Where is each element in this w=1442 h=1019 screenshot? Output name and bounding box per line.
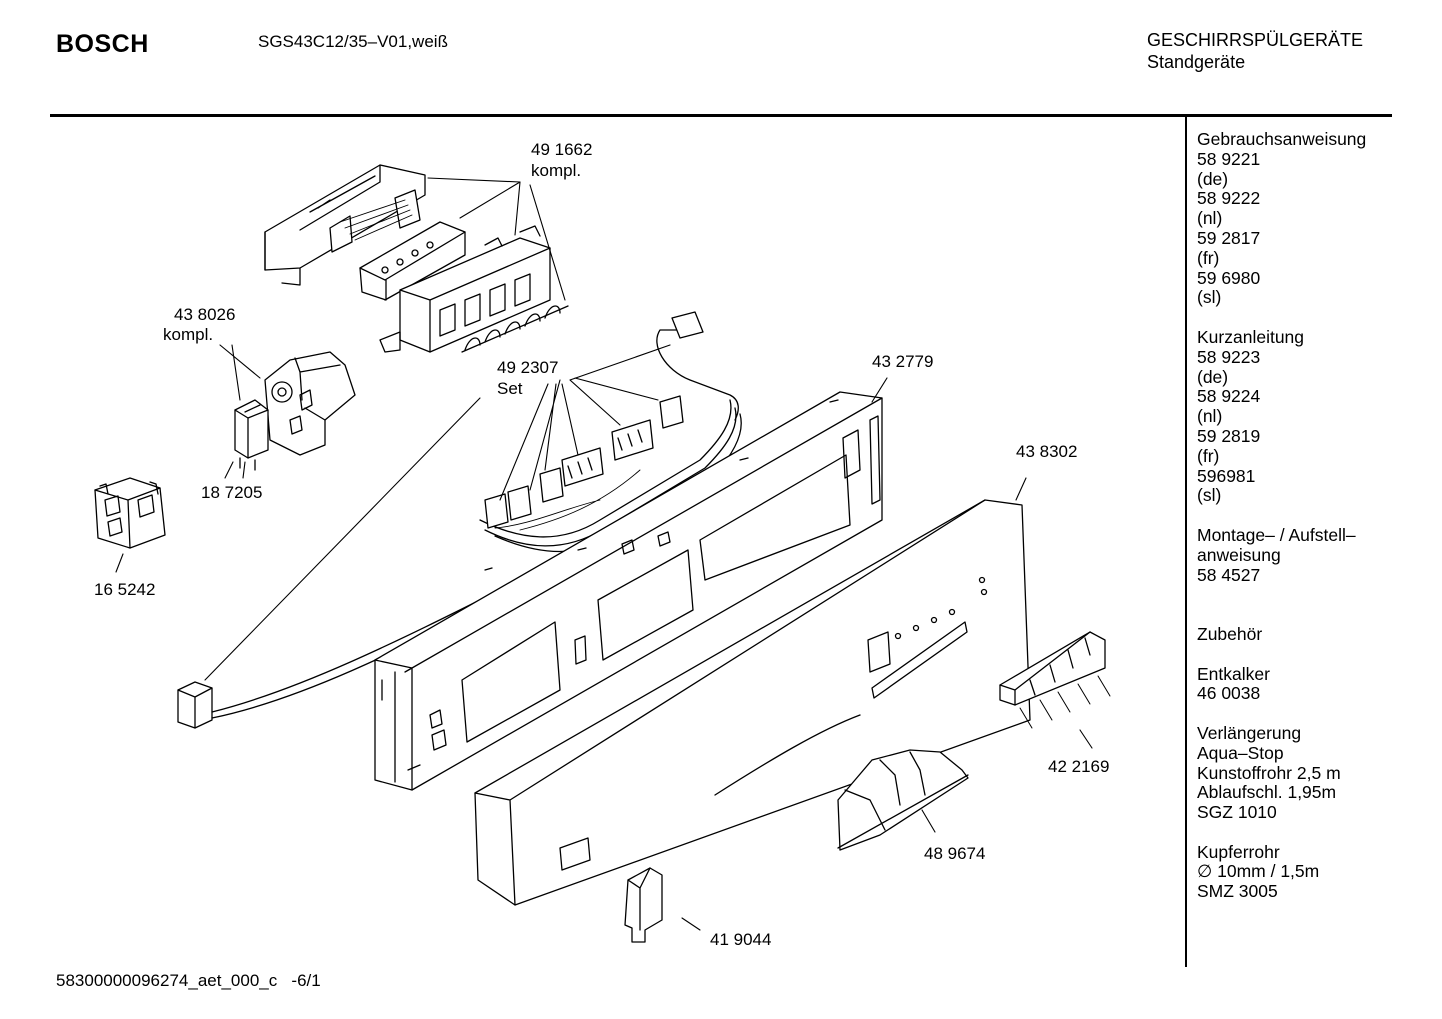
doc-list-line [1197, 585, 1366, 605]
part-492307-note: Set [497, 379, 523, 398]
category-subtitle: Standgeräte [1147, 52, 1246, 72]
doc-list-line: Kurzanleitung [1197, 326, 1305, 347]
part-492307-number: 49 2307 [497, 358, 559, 377]
doc-list-line: ∅ 10mm / 1,5m [1197, 861, 1320, 882]
doc-list-line: SMZ 3005 [1197, 881, 1278, 902]
doc-list-line: Kupferrohr [1197, 841, 1280, 862]
doc-list-line: (de) [1197, 366, 1229, 387]
doc-list-line: 58 9224 [1197, 386, 1261, 407]
brand-logo: BOSCH [56, 30, 149, 58]
doc-list-line: 59 2817 [1197, 227, 1261, 248]
doc-list-line: Verlängerung [1197, 722, 1302, 743]
leader-lines [115, 177, 1093, 931]
doc-list-line: Montage– / Aufstell– [1197, 524, 1356, 545]
part-432779-number: 43 2779 [872, 352, 934, 371]
control-panel-frame [374, 391, 883, 791]
doc-list-line: Kunstoffrohr 2,5 m [1197, 762, 1341, 783]
doc-list-line: SGZ 1010 [1197, 802, 1277, 823]
doc-list-line [1197, 506, 1366, 526]
footer-doc-id: 58300000096274_aet_000_c -6/1 [56, 971, 321, 991]
page-number: -6/1 [291, 971, 321, 990]
header-divider [50, 114, 1392, 117]
control-module-assembly [264, 164, 569, 353]
part-438026-note: kompl. [163, 325, 214, 344]
doc-list-line: (de) [1197, 168, 1229, 189]
doc-list-line: (fr) [1197, 247, 1220, 268]
doc-list-line: (sl) [1197, 287, 1222, 308]
doc-list-line: 59 6980 [1197, 267, 1261, 288]
document-id: 58300000096274_aet_000_c [56, 971, 278, 990]
doc-list-line [1197, 704, 1366, 724]
sidebar-divider [1185, 117, 1187, 967]
doc-list-line: 596981 [1197, 465, 1256, 486]
part-419044-number: 41 9044 [710, 930, 772, 949]
doc-list-line: Entkalker [1197, 663, 1270, 684]
part-165242-number: 16 5242 [94, 580, 156, 599]
doc-list-line: Gebrauchsanweisung [1197, 129, 1367, 149]
part-187205-number: 18 7205 [201, 483, 263, 502]
doc-list-line: 58 9221 [1197, 148, 1261, 169]
doc-list-line: (sl) [1197, 485, 1222, 506]
door-handle [837, 749, 969, 851]
doc-list-line [1197, 605, 1366, 625]
button-set [999, 631, 1111, 729]
doc-list-line [1197, 823, 1366, 843]
doc-list-line: 58 9223 [1197, 346, 1261, 367]
doc-list-line: (fr) [1197, 445, 1220, 466]
doc-list-line: Zubehör [1197, 623, 1263, 644]
motor-assembly [234, 351, 356, 471]
doc-list-line: 59 2819 [1197, 425, 1261, 446]
model-number: SGS43C12/35–V01,weiß [258, 32, 448, 51]
hinge-bracket [624, 867, 663, 943]
exploded-view-drawing [94, 164, 1111, 943]
part-438026-number: 43 8026 [174, 305, 236, 324]
doc-list-line: 46 0038 [1197, 683, 1261, 704]
part-491662-note: kompl. [531, 161, 582, 180]
front-panel [474, 499, 1031, 906]
switch-component [94, 477, 166, 549]
doc-list-line: anweisung [1197, 544, 1281, 565]
doc-list-line: (nl) [1197, 208, 1223, 229]
doc-list-line: Aqua–Stop [1197, 742, 1284, 763]
doc-list-line: 58 9222 [1197, 188, 1261, 209]
part-491662-number: 49 1662 [531, 140, 593, 159]
doc-list-line: 58 4527 [1197, 564, 1261, 585]
doc-list-line: Ablaufschl. 1,95m [1197, 782, 1337, 803]
part-489674-number: 48 9674 [924, 844, 986, 863]
category-title: GESCHIRRSPÜLGERÄTE [1147, 30, 1364, 50]
doc-list-line [1197, 645, 1366, 665]
doc-list-line: (nl) [1197, 406, 1223, 427]
part-438302-number: 43 8302 [1016, 442, 1078, 461]
part-422169-number: 42 2169 [1048, 757, 1110, 776]
doc-list-line [1197, 308, 1366, 328]
